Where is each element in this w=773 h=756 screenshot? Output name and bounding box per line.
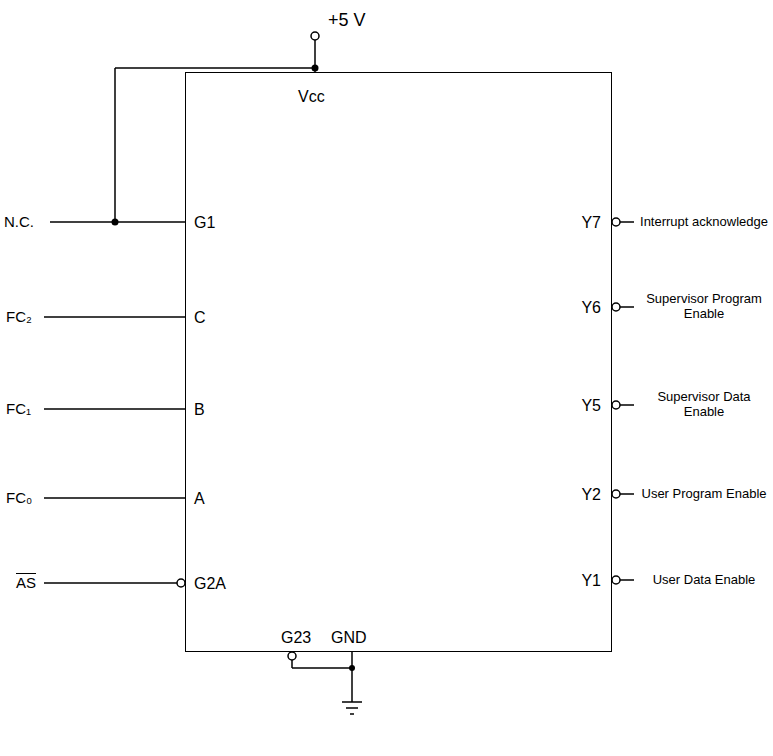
pin-name: G23 [281,629,311,647]
supply-label: +5 V [328,10,366,31]
pin-name: Y1 [581,572,601,590]
pin-name: G1 [194,214,215,232]
output-label: Supervisor Data Enable [638,390,770,420]
power-pin: GND [331,629,367,647]
pin-name: Y6 [581,299,601,317]
pin-name: A [194,490,205,508]
output-label: User Program Enable [638,487,770,502]
power-pin: Vcc [298,88,325,106]
signal-name: FC₁ [6,400,31,417]
signal-name: FC₀ [6,489,32,506]
decoder-chip: VccG1C B A G2A Y7Y6Y5Y2Y1G23 GND [185,72,612,652]
signal-name: FC₂ [6,308,32,325]
signal-name: AS [16,574,36,591]
pin-name: Y2 [581,486,601,504]
signal-name: N.C. [4,213,34,230]
pin-name: Y7 [581,214,601,232]
output-label: User Data Enable [638,573,770,588]
pin-name: B [194,401,205,419]
output-label: Interrupt acknowledge [638,215,770,230]
pin-name: Y5 [581,397,601,415]
output-label: Supervisor Program Enable [638,292,770,322]
pin-name: G2A [194,575,226,593]
pin-name: C [194,309,206,327]
